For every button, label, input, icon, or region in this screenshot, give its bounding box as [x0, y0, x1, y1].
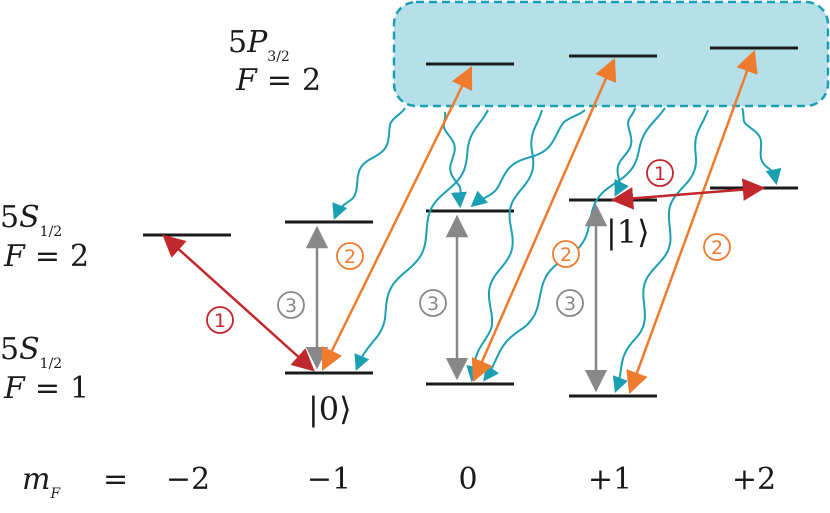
decay-arrow-2 — [354, 109, 489, 371]
mF-value-0: −2 — [166, 462, 210, 497]
s12F2-sub: 1/2 — [40, 224, 63, 240]
mF-sub: F — [49, 486, 61, 502]
ket-one: |1⟩ — [606, 213, 650, 251]
s12F1-sym: S — [19, 332, 40, 367]
ket-zero: |0⟩ — [308, 390, 352, 428]
svg-text:1: 1 — [214, 310, 226, 332]
mF-value-3: +1 — [588, 462, 632, 497]
svg-text:F=1: F = 1 — [3, 371, 89, 406]
s12F2-Fval: 2 — [70, 239, 89, 274]
svg-text:2: 2 — [711, 237, 723, 259]
mF-m: m — [22, 462, 50, 497]
marker-3-mF+1: 3 — [556, 289, 584, 317]
label-p32: 5P3/2 F = 2 — [228, 25, 321, 98]
s12F1-Fval: 1 — [70, 371, 89, 406]
svg-text:1: 1 — [654, 163, 666, 185]
decay-arrow-8 — [741, 107, 782, 186]
transition-1-arrows — [162, 178, 766, 372]
transition-2-arrows — [321, 49, 758, 395]
mF-eq: = — [103, 462, 128, 497]
p32-Fval: 2 — [302, 63, 321, 98]
p32-eq: = — [267, 63, 292, 98]
p32-F: F — [235, 63, 258, 98]
mF-value-1: −1 — [307, 462, 351, 497]
s12F2-eq: = — [35, 239, 60, 274]
svg-text:5S1/2: 5S1/2 — [0, 332, 62, 372]
s12F2-n: 5 — [0, 200, 19, 235]
arrow-2-mF0 — [471, 57, 617, 383]
arrow-1-right — [610, 178, 766, 210]
marker-2-mF-1: 2 — [336, 242, 364, 270]
s12F1-F: F — [3, 371, 26, 406]
mF-value-4: +2 — [732, 462, 776, 497]
arrow-2-mF-1 — [321, 65, 473, 372]
arrow-1-left — [162, 234, 315, 372]
decay-arrow-3 — [466, 109, 543, 383]
svg-text:F=2: F = 2 — [3, 239, 89, 274]
marker-3-mF0: 3 — [419, 289, 447, 317]
decay-arrow-0 — [332, 107, 406, 220]
s12F1-sub: 1/2 — [40, 356, 63, 372]
marker-2-mF0: 2 — [552, 240, 580, 268]
marker-1-right: 1 — [646, 159, 674, 187]
p32-n: 5 — [228, 25, 247, 60]
transition-markers: 1 1 2 2 2 3 3 3 — [206, 159, 731, 334]
mF-value-2: 0 — [458, 462, 477, 497]
svg-text:F=2: F = 2 — [235, 63, 321, 98]
mF-axis: mF = −2 −1 0 +1 +2 — [22, 462, 776, 502]
label-s12-F1: 5S1/2 F = 1 — [0, 332, 89, 406]
svg-text:3: 3 — [285, 295, 297, 317]
p32-sym: P — [246, 25, 268, 60]
arrow-2-mF+1 — [626, 49, 758, 395]
s12F1-eq: = — [35, 371, 60, 406]
svg-text:3: 3 — [564, 293, 576, 315]
marker-1-left: 1 — [206, 306, 234, 334]
decay-arrow-4 — [470, 109, 586, 208]
marker-2-mF+1: 2 — [703, 233, 731, 261]
svg-text:mF: mF — [22, 462, 61, 502]
s12F1-n: 5 — [0, 332, 19, 367]
svg-text:3: 3 — [427, 293, 439, 315]
s12F2-F: F — [3, 239, 26, 274]
p32-sub: 3/2 — [267, 49, 290, 65]
marker-3-mF-1: 3 — [277, 291, 305, 319]
s12F2-sym: S — [19, 200, 40, 235]
svg-text:2: 2 — [344, 246, 356, 268]
label-s12-F2: 5S1/2 F = 2 — [0, 200, 89, 274]
svg-text:5P3/2: 5P3/2 — [228, 25, 290, 65]
svg-text:5S1/2: 5S1/2 — [0, 200, 62, 240]
svg-text:2: 2 — [560, 244, 572, 266]
